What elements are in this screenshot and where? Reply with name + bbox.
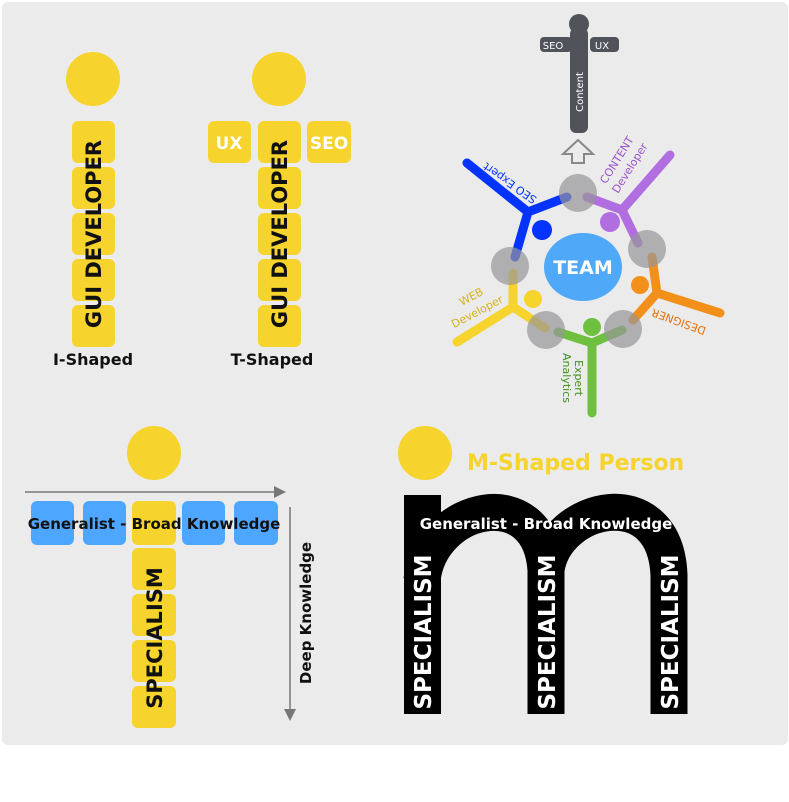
- member-label: Expert: [572, 360, 585, 397]
- i-shaped-figure: GUI DEVELOPER I-Shaped: [53, 52, 133, 369]
- t-shaped-label: T-Shaped: [231, 350, 314, 369]
- m-shaped-figure: M-Shaped Person Generalist - Broad Knowl…: [398, 426, 688, 714]
- head-icon: [398, 426, 452, 480]
- m-broad-knowledge-label: Generalist - Broad Knowledge: [420, 515, 673, 533]
- m-shaped-title: M-Shaped Person: [467, 451, 684, 476]
- up-arrow-icon: [560, 138, 596, 164]
- broad-knowledge-label: Generalist - Broad Knowledge: [28, 515, 281, 533]
- generalist-specialist-figure: Generalist - Broad Knowledge SPECIALISM …: [25, 426, 315, 728]
- t-shaped-right: SEO: [310, 134, 348, 154]
- i-shaped-label: I-Shaped: [53, 350, 133, 369]
- t-shaped-left: UX: [216, 134, 243, 154]
- specialism-label: SPECIALISM: [658, 554, 684, 709]
- head-icon: [127, 426, 181, 480]
- t-shaped-figure: UX SEO GUI DEVELOPER T-Shaped: [208, 52, 351, 369]
- head-icon: [66, 52, 120, 106]
- deep-knowledge-label: Deep Knowledge: [297, 542, 315, 684]
- team-circle: [544, 233, 622, 301]
- top-figure-left: SEO: [543, 41, 564, 52]
- specialism-label: SPECIALISM: [143, 567, 167, 709]
- specialism-label: SPECIALISM: [411, 554, 437, 709]
- member-label: Analytics: [560, 353, 573, 403]
- team-label: TEAM: [553, 257, 613, 279]
- t-shaped-skill: GUI DEVELOPER: [268, 140, 292, 328]
- specialism-label: SPECIALISM: [535, 554, 561, 709]
- head-icon: [252, 52, 306, 106]
- i-shaped-skill: GUI DEVELOPER: [82, 140, 106, 328]
- top-figure-right: UX: [595, 41, 609, 52]
- top-figure-body: Content: [575, 72, 586, 112]
